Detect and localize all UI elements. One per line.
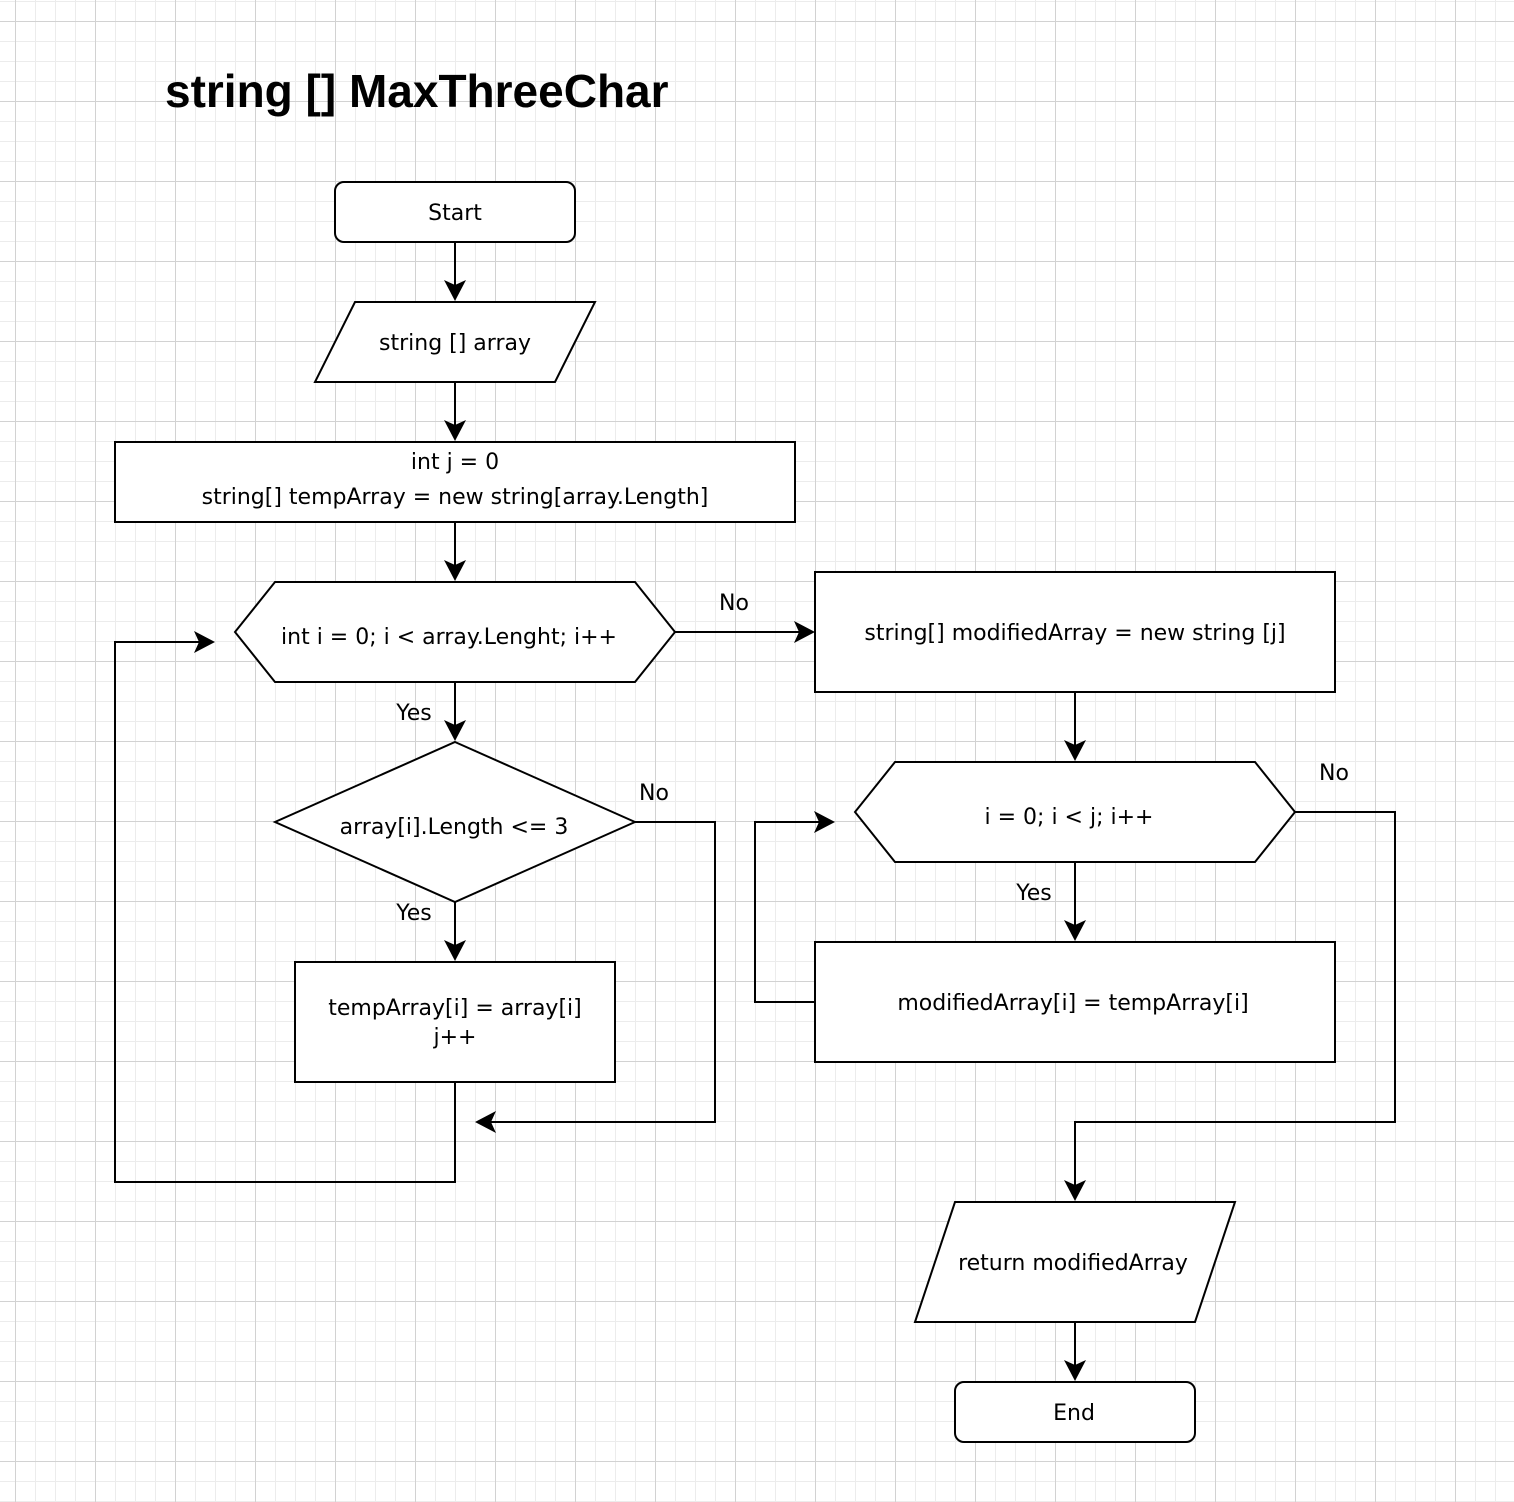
copy-label: modifiedArray[i] = tempArray[i]	[897, 991, 1248, 1016]
edge-loop2-back	[754, 821, 820, 1003]
loop2-label: i = 0; i < j; i++	[985, 805, 1154, 830]
end-label: End	[1053, 1401, 1095, 1426]
end-terminator	[954, 1381, 1196, 1443]
loop1-no-label: No	[719, 591, 749, 616]
start-terminator	[334, 181, 576, 243]
init-line2: string[] tempArray = new string[array.Le…	[202, 485, 709, 510]
return-label: return modifiedArray	[958, 1251, 1188, 1276]
node-assign: tempArray[i] = array[i] j++	[294, 961, 616, 1083]
arrowhead	[814, 811, 835, 833]
node-loop2: i = 0; i < j; i++	[853, 761, 1297, 863]
input-parallelogram	[313, 301, 597, 383]
loop2-yes-label: Yes	[1015, 881, 1052, 906]
loop1-hexagon	[233, 581, 677, 683]
node-copy: modifiedArray[i] = tempArray[i]	[814, 941, 1336, 1063]
loop1-label: int i = 0; i < array.Lenght; i++	[281, 625, 617, 650]
assign-process-box	[294, 961, 616, 1083]
condition-yes-label: Yes	[395, 901, 432, 926]
node-create-modified: string[] modifiedArray = new string [j]	[814, 571, 1336, 693]
arrowhead	[444, 280, 466, 301]
node-condition: array[i].Length <= 3	[272, 740, 638, 904]
create-modified-box	[814, 571, 1336, 693]
loop1-yes-label: Yes	[395, 701, 432, 726]
assign-line1: tempArray[i] = array[i]	[328, 996, 581, 1021]
condition-label: array[i].Length <= 3	[340, 815, 569, 840]
loop2-hexagon	[853, 761, 1297, 863]
edge-condition-no	[490, 821, 716, 1123]
init-line1: int j = 0	[411, 450, 499, 475]
edge-labels: No Yes No Yes No Yes	[395, 591, 1349, 926]
arrowhead	[475, 1111, 496, 1133]
arrowhead	[794, 621, 815, 643]
node-return: return modifiedArray	[913, 1201, 1237, 1323]
arrowhead	[444, 420, 466, 441]
arrowhead	[194, 631, 215, 653]
return-parallelogram	[913, 1201, 1237, 1323]
edge-loop2-no	[1074, 811, 1396, 1186]
create-modified-label: string[] modifiedArray = new string [j]	[864, 621, 1285, 646]
node-input-array: string [] array	[313, 301, 597, 383]
copy-process-box	[814, 941, 1336, 1063]
arrowhead	[1064, 740, 1086, 761]
arrowhead	[1064, 920, 1086, 941]
assign-line2: j++	[433, 1025, 477, 1050]
edges	[114, 242, 1396, 1381]
arrowhead	[1064, 1180, 1086, 1201]
diagram-title: string [] MaxThreeChar	[165, 65, 669, 117]
init-process-box	[114, 441, 796, 523]
condition-no-label: No	[639, 781, 669, 806]
input-array-label: string [] array	[379, 331, 531, 356]
condition-diamond	[272, 740, 638, 904]
node-end: End	[954, 1381, 1196, 1443]
edge-loop1-back	[114, 641, 456, 1183]
node-init: int j = 0 string[] tempArray = new strin…	[114, 441, 796, 523]
arrowhead	[444, 720, 466, 741]
arrowhead	[444, 560, 466, 581]
arrowhead	[444, 940, 466, 961]
start-label: Start	[428, 201, 482, 226]
node-loop1: int i = 0; i < array.Lenght; i++	[233, 581, 677, 683]
node-start: Start	[334, 181, 576, 243]
loop2-no-label: No	[1319, 761, 1349, 786]
arrowhead	[1064, 1360, 1086, 1381]
